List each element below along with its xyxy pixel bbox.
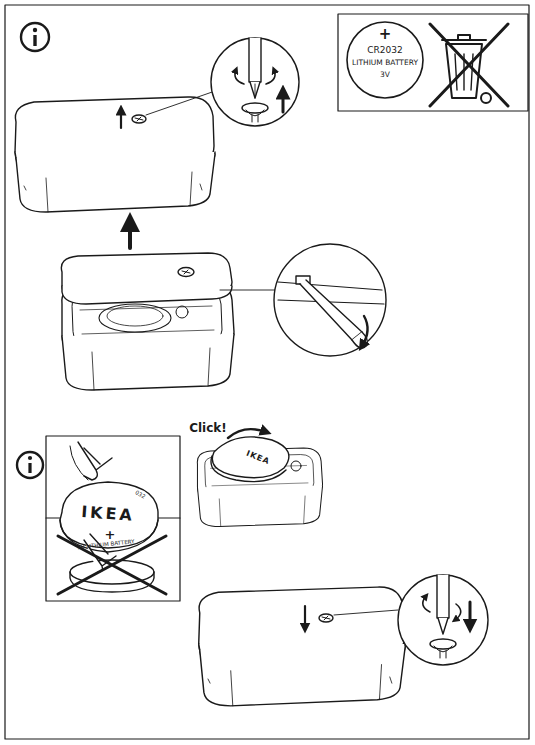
label-text: CR2032 bbox=[367, 46, 402, 55]
zoom-unscrew bbox=[211, 38, 299, 126]
screw bbox=[132, 115, 146, 123]
label-text: + bbox=[105, 528, 116, 541]
zoom-screw bbox=[398, 575, 488, 665]
label-text: IKEA bbox=[81, 504, 136, 524]
label-text: + bbox=[379, 27, 392, 42]
info-icon bbox=[17, 452, 43, 478]
disposal-panel bbox=[338, 14, 528, 112]
screw bbox=[319, 614, 333, 622]
label-text: 3V bbox=[380, 71, 390, 79]
battery-insert bbox=[211, 429, 301, 482]
zoom-pry bbox=[274, 244, 386, 356]
handling-panel bbox=[46, 436, 180, 601]
lifted-lid bbox=[61, 253, 232, 304]
label-text: LITHIUM BATTERY bbox=[352, 59, 418, 67]
label-text: Click! bbox=[189, 422, 227, 434]
info-icon bbox=[21, 23, 49, 51]
